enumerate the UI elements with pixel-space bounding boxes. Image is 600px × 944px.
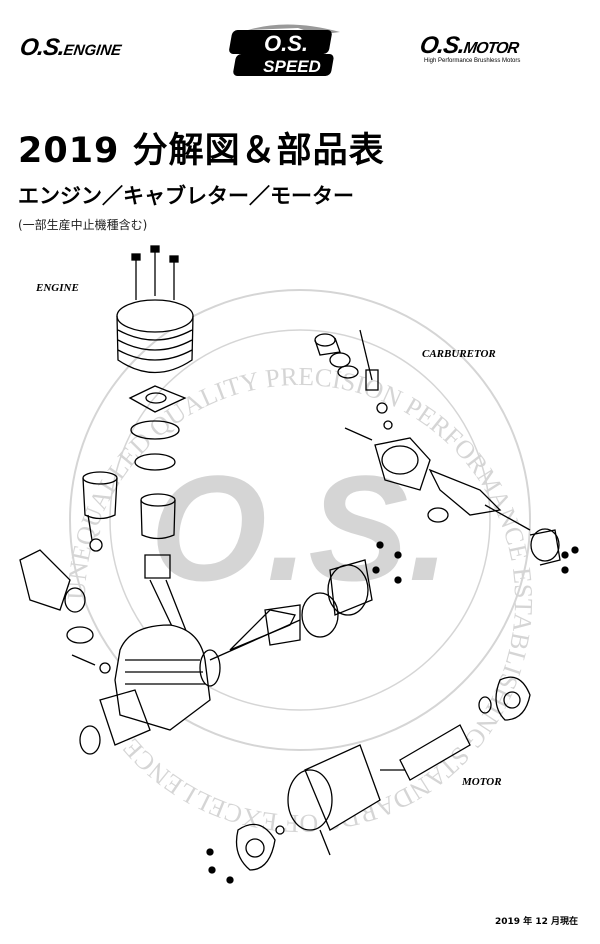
logo-subtext: SPEED (263, 57, 321, 76)
svg-text:O.S.: O.S. (150, 444, 450, 612)
os-engine-logo: O.S.ENGINE (18, 34, 123, 62)
engine-parts (19, 245, 402, 755)
carburetor-parts (314, 329, 579, 574)
page-title: 2019 分解図＆部品表 (18, 131, 385, 171)
logo-text: O.S. (18, 34, 66, 61)
revision-date: 2019 年 12 月現在 (495, 917, 578, 927)
section-label-motor: MOTOR (462, 776, 502, 788)
logo-text: O.S. (418, 32, 466, 59)
section-label-engine: ENGINE (36, 282, 79, 294)
os-speed-logo: O.S. SPEED (229, 24, 340, 76)
logo-text: O.S. (264, 31, 308, 56)
section-label-carburetor: CARBURETOR (422, 348, 496, 360)
exploded-view-illustration: O.S. UNEQUALLED QUALITY PRECISION PERFOR… (19, 245, 579, 884)
watermark: O.S. UNEQUALLED QUALITY PRECISION PERFOR… (62, 289, 538, 838)
page-note: (一部生産中止機種含む) (18, 218, 148, 232)
page-subtitle: エンジン／キャブレター／モーター (18, 184, 354, 208)
logo-subtext: ENGINE (62, 42, 123, 59)
os-motor-logo: O.S.MOTOR High Performance Brushless Mot… (418, 32, 521, 64)
motor-parts (206, 676, 531, 884)
logo-subtext: MOTOR (462, 40, 520, 57)
logo-tagline: High Performance Brushless Motors (424, 58, 521, 64)
